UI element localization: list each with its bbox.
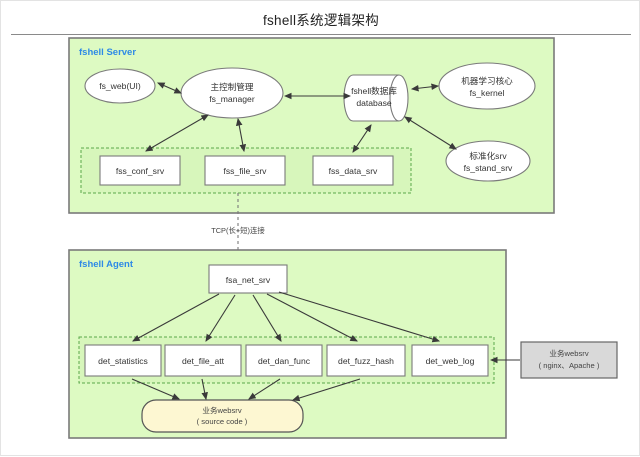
node-fss-conf-srv[interactable] [99, 155, 181, 186]
edge-fsanet-detweblog [278, 291, 441, 343]
node-fs-manager-line2: fs_manager [209, 94, 255, 104]
edge-fsanet-detfuzzhash [266, 293, 358, 342]
edge-fsweb-fsmanager [156, 82, 183, 94]
node-fs-web[interactable] [84, 68, 156, 104]
node-fs-manager-line1: 主控制管理 [211, 81, 254, 92]
node-fss-data-srv[interactable] [312, 155, 394, 186]
node-fss-file-srv-label: fss_file_srv [224, 166, 268, 176]
node-det-file-att[interactable] [164, 344, 242, 377]
node-database-line2: database [356, 98, 392, 108]
node-fss-data-srv-label: fss_data_srv [329, 166, 378, 176]
edge-fsanet-detfileatt [205, 294, 236, 342]
node-source-code[interactable] [141, 399, 304, 433]
node-det-statistics[interactable] [84, 344, 162, 377]
node-fs-kernel[interactable] [438, 62, 536, 110]
node-det-web-log[interactable] [411, 344, 489, 377]
node-det-dan-func[interactable] [245, 344, 323, 377]
node-det-statistics-label: det_statistics [98, 356, 148, 366]
node-fsa-net-srv[interactable] [208, 264, 288, 294]
node-fss-conf-srv-label: fss_conf_srv [116, 166, 165, 176]
node-source-code-line1: 业务websrv [202, 405, 241, 415]
node-source-code-line2: ( source code ) [197, 417, 248, 426]
edge-database-fskernel [410, 83, 440, 92]
title-divider [11, 34, 631, 35]
node-fsa-net-srv-label: fsa_net_srv [226, 275, 271, 285]
page-title: fshell系统逻辑架构 [262, 13, 380, 28]
node-det-file-att-label: det_file_att [182, 356, 225, 366]
node-det-dan-func-label: det_dan_func [258, 356, 311, 366]
edge-fsanet-detdanfunc [252, 294, 282, 342]
edge-database-fsstandsrv [404, 116, 457, 150]
tcp-connector-label: TCP(长+短)连接 [211, 226, 265, 235]
edge-fssdatasrv-database [352, 124, 372, 153]
node-det-fuzz-hash[interactable] [326, 344, 406, 377]
edge-fsanet-detstatistics [132, 293, 220, 342]
node-det-web-log-label: det_web_log [426, 356, 475, 366]
node-det-fuzz-hash-label: det_fuzz_hash [338, 356, 394, 366]
edge-detstatistics-source [131, 378, 181, 400]
node-fs-kernel-line2: fs_kernel [470, 88, 505, 98]
node-database[interactable] [343, 74, 409, 122]
node-fs-stand-srv[interactable] [445, 140, 531, 182]
node-fs-stand-srv-line1: 标准化srv [469, 150, 507, 161]
node-fs-kernel-line1: 机器学习核心 [461, 75, 513, 86]
edge-detfileatt-source [201, 378, 208, 401]
node-external-websrv-line2: ( nginx、Apache ) [539, 361, 600, 370]
server-panel-label: fshell Server [79, 47, 136, 58]
node-fs-manager[interactable] [180, 67, 284, 119]
node-database-line1: fshell数据库 [351, 85, 397, 96]
node-external-websrv[interactable] [520, 341, 618, 379]
edge-fsmanager-fssconfsrv [145, 114, 209, 152]
agent-panel-label: fshell Agent [79, 259, 134, 270]
node-fs-web-label: fs_web(UI) [99, 81, 141, 91]
edge-detdanfunc-source [248, 378, 281, 400]
node-fss-file-srv[interactable] [204, 155, 286, 186]
node-fs-stand-srv-line2: fs_stand_srv [464, 163, 513, 173]
edge-fsmanager-fssfilesrv [235, 117, 247, 153]
edge-detfuzzhash-source [291, 378, 361, 402]
node-external-websrv-line1: 业务websrv [549, 348, 588, 358]
